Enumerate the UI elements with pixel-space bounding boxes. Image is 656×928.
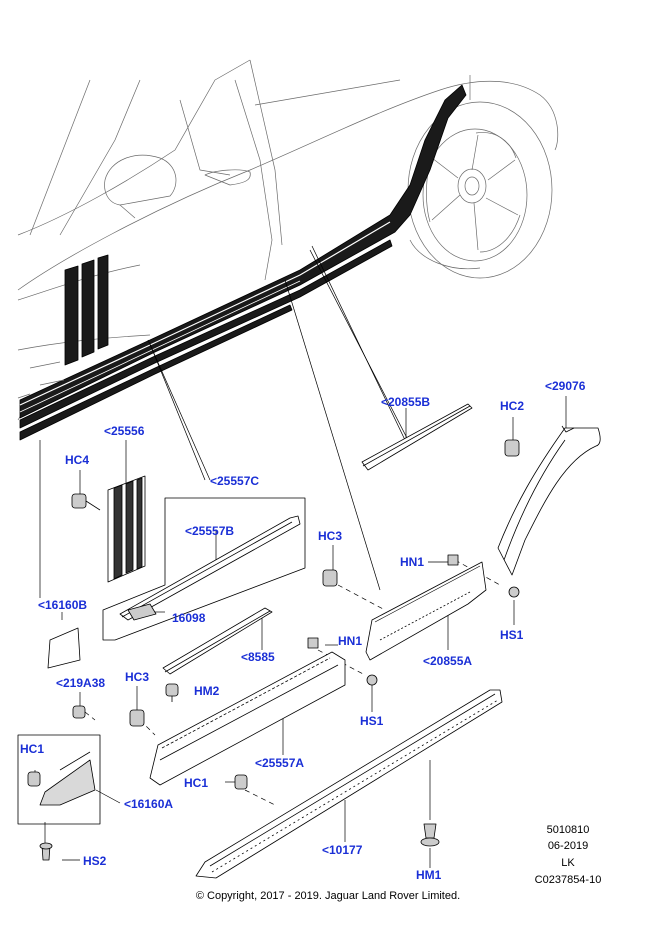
label-25556: <25556 [104, 424, 145, 438]
label-10177: <10177 [322, 843, 363, 857]
clip-hc2 [504, 439, 520, 457]
label-25557a: <25557A [255, 756, 305, 770]
label-hn1-upper: HN1 [400, 555, 425, 569]
label-hs1-upper: HS1 [500, 628, 524, 642]
label-hc3-lower: HC3 [125, 670, 150, 684]
panel-25556 [107, 475, 146, 583]
label-20855b: <20855B [381, 395, 431, 409]
label-hs1-lower: HS1 [360, 714, 384, 728]
leader-lines [34, 245, 567, 868]
label-hs2: HS2 [83, 854, 107, 868]
label-16160a: <16160A [124, 797, 174, 811]
screw-hs1-lower [366, 674, 378, 686]
label-hc3-upper: HC3 [318, 529, 343, 543]
nut-hn1-upper [447, 554, 459, 566]
label-16160b: <16160B [38, 598, 88, 612]
label-20855a: <20855A [423, 654, 473, 668]
label-25557b: <25557B [185, 524, 235, 538]
meta-code: 5010810 [546, 824, 590, 836]
screw-hs2 [39, 842, 53, 861]
meta-date: 06-2019 [547, 840, 589, 852]
clip-hm2 [165, 683, 179, 702]
label-8585: <8585 [241, 650, 275, 664]
vehicle-outline [17, 59, 559, 421]
label-hn1-lower: HN1 [338, 634, 363, 648]
piece-16160b [47, 627, 81, 669]
clip-219a38 [72, 705, 86, 719]
meta-ref: C0237854-10 [534, 874, 602, 886]
label-hc1-right: HC1 [184, 776, 209, 790]
clip-hc4 [71, 493, 101, 511]
clip-hc3-lower [129, 709, 145, 727]
strip-8585 [162, 607, 273, 675]
sill-10177 [195, 689, 503, 879]
label-29076: <29076 [545, 379, 586, 393]
clip-hc1-right [234, 774, 248, 790]
label-hc4: HC4 [65, 453, 90, 467]
decal-stripes [17, 84, 467, 441]
moulding-25557a [149, 651, 346, 786]
label-hm2: HM2 [194, 684, 220, 698]
box-25557c [102, 497, 306, 641]
clip-hc3-upper [322, 569, 338, 587]
label-hc1-inset: HC1 [20, 742, 45, 756]
label-hm1: HM1 [416, 868, 442, 882]
label-219a38: <219A38 [56, 676, 106, 690]
panel-20855a [365, 561, 487, 661]
copyright-text: © Copyright, 2017 - 2019. Jaguar Land Ro… [195, 890, 461, 902]
label-hc2: HC2 [500, 399, 525, 413]
label-16098: 16098 [172, 611, 206, 625]
meta-initials: LK [561, 857, 575, 869]
pin-hm1 [420, 823, 440, 847]
box-16160a [17, 734, 101, 825]
screw-hs1-upper [508, 586, 520, 598]
nut-hn1-lower [307, 637, 319, 649]
strip-20855b [361, 403, 473, 471]
arch-29076 [497, 425, 601, 576]
label-25557c: <25557C [210, 474, 260, 488]
